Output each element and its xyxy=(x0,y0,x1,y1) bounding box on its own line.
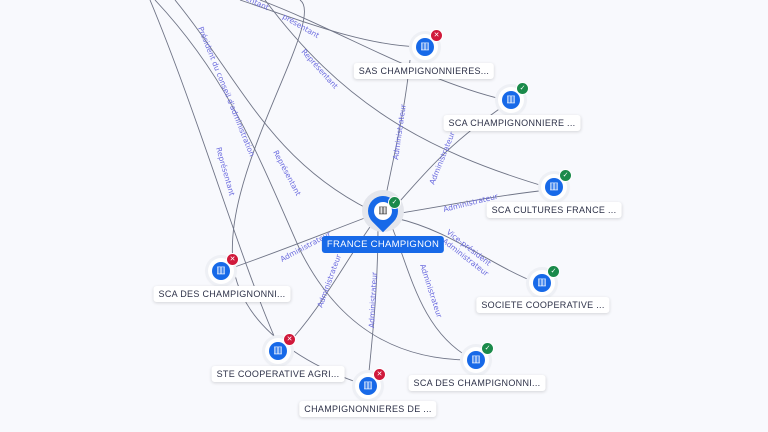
closed-badge-icon: ✕ xyxy=(430,29,443,42)
edge xyxy=(259,0,506,101)
check-badge-icon: ✓ xyxy=(516,82,529,95)
company-node[interactable]: ▥✕ xyxy=(265,333,296,364)
edge xyxy=(174,0,371,211)
edge-label: Administrateur xyxy=(418,263,444,320)
edge xyxy=(264,0,551,189)
center-node-label[interactable]: FRANCE CHAMPIGNON xyxy=(321,236,445,253)
closed-badge-icon: ✕ xyxy=(373,368,386,381)
edge xyxy=(394,217,538,284)
company-node[interactable]: ▥✓ xyxy=(529,265,560,296)
building-icon: ▥ xyxy=(212,262,230,280)
building-icon: ▥ xyxy=(269,342,287,360)
node-label[interactable]: SCA DES CHAMPIGNONNI... xyxy=(153,286,291,302)
edge-label: Représentant xyxy=(214,146,237,197)
company-node[interactable]: ▥✕ xyxy=(355,368,386,399)
edge-label: Représentant xyxy=(271,149,303,198)
building-icon: ▥ xyxy=(533,274,551,292)
closed-badge-icon: ✕ xyxy=(283,333,296,346)
edge-label: Administrateur xyxy=(391,103,408,161)
edge-label: Administrateur xyxy=(315,252,343,308)
building-icon: ▥ xyxy=(416,38,434,56)
check-badge-icon: ✓ xyxy=(559,169,572,182)
company-node[interactable]: ▥✓ xyxy=(463,342,494,373)
edge xyxy=(225,215,371,271)
edge-label: présentant xyxy=(281,12,321,40)
node-label[interactable]: SCA CULTURES FRANCE ... xyxy=(486,202,622,218)
company-node[interactable]: ▥✓ xyxy=(498,82,529,113)
node-label[interactable]: CHAMPIGNONNIERES DE ... xyxy=(299,401,437,417)
node-label[interactable]: SAS CHAMPIGNONNIERES... xyxy=(353,63,495,79)
node-label[interactable]: SOCIETE COOPERATIVE ... xyxy=(476,297,610,313)
edge xyxy=(394,189,549,215)
building-icon: ▥ xyxy=(467,351,485,369)
check-badge-icon: ✓ xyxy=(481,342,494,355)
edge-label: Représentant xyxy=(300,47,340,90)
company-node[interactable]: ▥✓ xyxy=(541,169,572,200)
edge-label: Administrateur xyxy=(428,130,458,186)
edge-label: Administrateur xyxy=(367,271,379,328)
edge-label: Président du conseil d'administration xyxy=(196,25,257,158)
check-badge-icon: ✓ xyxy=(388,196,401,209)
node-label[interactable]: STE COOPERATIVE AGRI... xyxy=(211,366,345,382)
edge xyxy=(149,0,279,346)
node-label[interactable]: SCA CHAMPIGNONNIERE ... xyxy=(443,115,581,131)
company-node[interactable]: ▥✕ xyxy=(412,29,443,60)
building-icon: ▥ xyxy=(359,377,377,395)
edge-label: entant xyxy=(244,0,270,12)
building-icon: ▥ xyxy=(374,202,392,220)
check-badge-icon: ✓ xyxy=(547,265,560,278)
node-label[interactable]: SCA DES CHAMPIGNONNI... xyxy=(408,375,546,391)
building-icon: ▥ xyxy=(502,91,520,109)
building-icon: ▥ xyxy=(545,178,563,196)
company-node[interactable]: ▥✕ xyxy=(208,253,239,284)
closed-badge-icon: ✕ xyxy=(226,253,239,266)
edge xyxy=(154,0,471,361)
